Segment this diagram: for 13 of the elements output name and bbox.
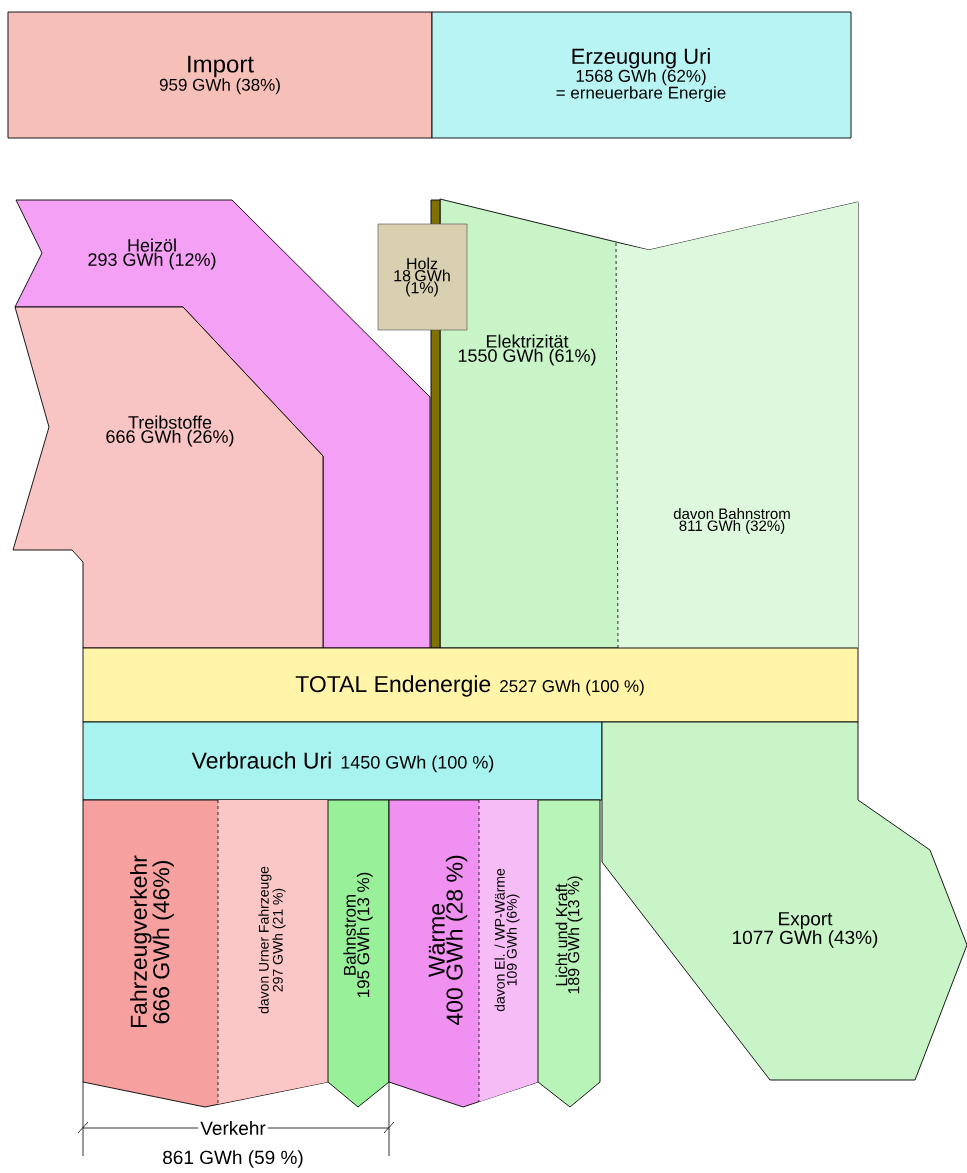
- sub-band: davon El. / WP-Wärme 109 GWh (6%): [478, 799, 538, 1103]
- flow-band: Treibstoffe 666 GWh (26%): [12, 306, 324, 649]
- consumption-bar: Verbrauch Uri 1450 GWh (100 %): [82, 721, 603, 801]
- total-bar: TOTAL Endenergie 2527 GWh (100 %): [82, 647, 859, 723]
- flow-band: Licht und Kraft 189 GWh (13 %): [537, 799, 601, 1108]
- flow-band: Export 1077 GWh (43%): [601, 721, 967, 1081]
- dimension-label: 861 GWh (59 %): [160, 1148, 306, 1170]
- flow-band: Bahnstrom 195 GWh (13 %): [327, 799, 390, 1108]
- sub-band: davon Bahnstrom 811 GWh (32%): [615, 202, 858, 649]
- dimension-label: Verkehr: [198, 1119, 268, 1137]
- source-box: Import 959 GWh (38%): [7, 11, 433, 139]
- sub-band: davon Urner Fahrzeuge 297 GWh (21 %): [217, 799, 328, 1105]
- source-box: Erzeugung Uri 1568 GWh (62%) = erneuerbare Energie: [431, 11, 852, 139]
